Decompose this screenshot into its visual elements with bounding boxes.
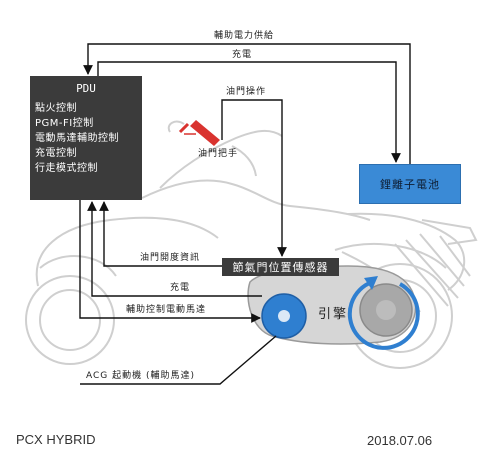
charge-top-label: 充電	[232, 50, 253, 60]
pdu-function: 電動馬達輔助控制	[35, 133, 119, 144]
pdu-function: PGM-FI控制	[35, 118, 94, 129]
throttle-op-label: 油門操作	[226, 87, 267, 97]
charge-mid-line	[87, 201, 262, 297]
throttle-info-line	[99, 201, 222, 267]
publish-date: 2018.07.06	[367, 433, 433, 448]
model-name: PCX HYBRID	[16, 432, 96, 447]
throttle-info-label: 油門開度資訊	[140, 253, 201, 263]
battery-box: 鋰離子電池	[359, 164, 461, 204]
assist-power-line	[83, 43, 411, 164]
throttle-op-line	[221, 99, 287, 257]
throttle-grip-label: 油門把手	[198, 149, 239, 159]
assist-control-label: 輔助控制電動馬達	[126, 305, 207, 315]
engine-label: 引擎	[318, 307, 349, 322]
acg-label: ACG 起動機 (輔助馬達)	[86, 371, 196, 381]
charge-top-line	[97, 61, 401, 163]
throttle-grip-icon	[178, 120, 220, 146]
pdu-box: PDU 點火控制 PGM-FI控制 電動馬達輔助控制 充電控制 行走模式控制	[30, 76, 142, 200]
assist-control-line	[79, 200, 261, 323]
charge-mid-label: 充電	[170, 283, 191, 293]
scooter-outline	[25, 120, 478, 369]
connection-lines	[79, 43, 411, 385]
assist-power-label: 輔助電力供給	[214, 31, 275, 41]
pdu-function: 點火控制	[35, 103, 77, 114]
pdu-function: 充電控制	[35, 148, 77, 159]
acg-callout-line	[80, 335, 277, 385]
pdu-title: PDU	[76, 82, 96, 95]
rotation-arrow	[347, 280, 420, 350]
sensor-box: 節氣門位置傳感器	[222, 258, 339, 276]
pdu-function: 行走模式控制	[35, 163, 98, 174]
